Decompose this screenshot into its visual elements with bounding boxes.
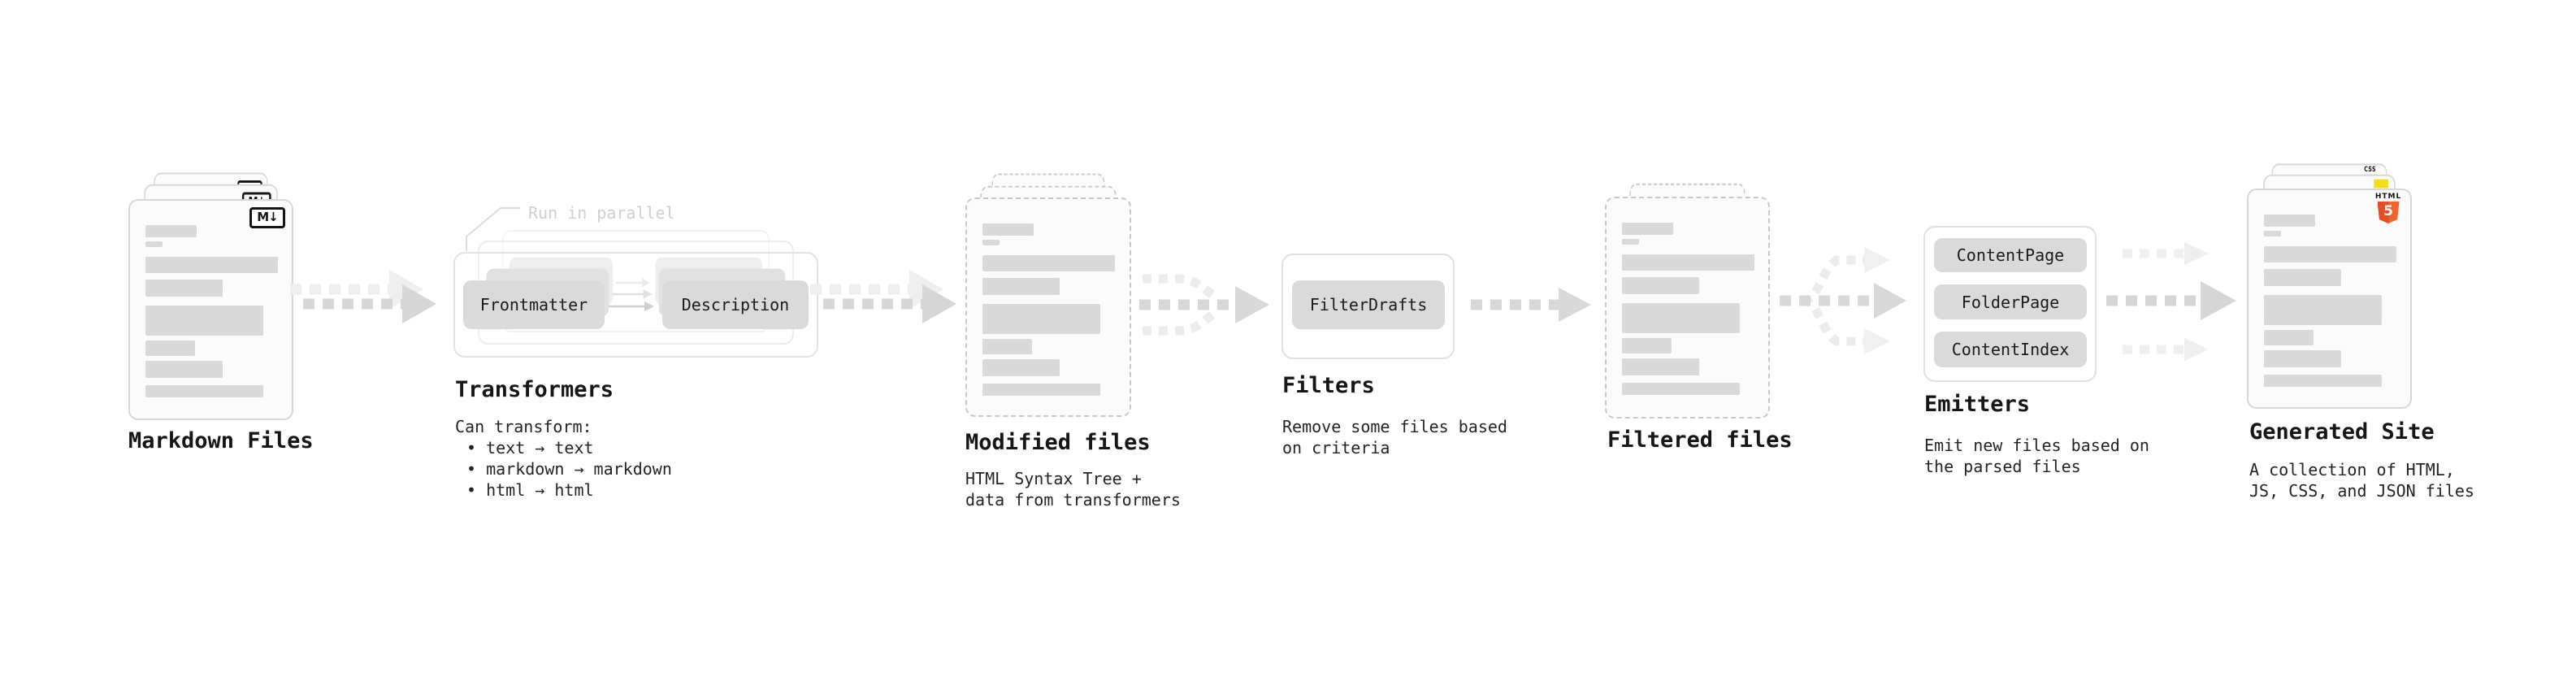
emitters-description: Emit new files based on the parsed files (1924, 435, 2149, 477)
transformers-bullet: • markdown → markdown (466, 459, 672, 479)
emitter-node-contentpage: ContentPage (1934, 238, 2087, 272)
generated-desc-line: A collection of HTML, (2249, 460, 2455, 479)
node-flow-arrow (609, 301, 654, 311)
arrow-transformers-to-modified (810, 270, 956, 323)
node-flow-arrow (612, 289, 652, 299)
filtered-files-label: Filtered files (1607, 427, 1793, 453)
arrow-filtered-to-emitters-fanout (1780, 247, 1906, 354)
arrow-modified-to-filters-merge (1139, 274, 1269, 336)
emitters-box (1923, 226, 2097, 382)
filters-description: Remove some files based on criteria (1282, 416, 1507, 458)
modified-desc-line: data from transformers (965, 490, 1181, 510)
generated-site-description: A collection of HTML, JS, CSS, and JSON … (2249, 459, 2474, 501)
arrow-filters-to-filtered (1471, 288, 1591, 322)
run-in-parallel-note: Run in parallel (528, 203, 675, 223)
emitter-node-folderpage: FolderPage (1934, 284, 2087, 319)
markdown-file-card: M↓ (128, 199, 293, 420)
emitters-desc-line: Emit new files based on (1924, 436, 2149, 455)
filters-label: Filters (1282, 373, 1375, 398)
emitter-node-contentindex: ContentIndex (1934, 332, 2087, 367)
run-in-parallel-leader-line (466, 207, 520, 251)
modified-files-description: HTML Syntax Tree + data from transformer… (965, 468, 1181, 510)
filters-desc-line: on criteria (1282, 438, 1390, 458)
markdown-files-label: Markdown Files (128, 428, 314, 453)
modified-file-card (965, 197, 1131, 417)
transformers-label: Transformers (455, 377, 614, 402)
transformer-layer-front: Frontmatter Description (453, 252, 818, 358)
transformers-desc-title: Can transform: (455, 417, 592, 436)
filters-desc-line: Remove some files based (1282, 417, 1507, 436)
js-icon (2374, 179, 2388, 189)
html5-icon-label: HTML (2374, 193, 2402, 201)
modified-desc-line: HTML Syntax Tree + (965, 469, 1142, 488)
transformers-bullet: • text → text (466, 438, 594, 458)
filter-node-filterdrafts: FilterDrafts (1292, 280, 1445, 329)
node-flow-arrow (615, 278, 649, 288)
filters-box (1281, 254, 1455, 359)
emitters-desc-line: the parsed files (1924, 457, 2081, 476)
modified-files-label: Modified files (965, 430, 1151, 455)
html5-icon: HTML 5 (2370, 193, 2407, 223)
generated-file-card-html: HTML 5 (2247, 189, 2412, 409)
arrow-markdown-to-transformers (290, 270, 436, 323)
css-icon-label: CSS (2364, 166, 2376, 174)
transformers-bullet: • html → html (466, 480, 594, 500)
filtered-file-card (1605, 197, 1770, 419)
transformer-node-frontmatter: Frontmatter (463, 280, 605, 329)
html5-icon-shield: 5 (2377, 202, 2400, 223)
transformers-description: Can transform: • text → text • markdown … (455, 416, 672, 501)
emitters-label: Emitters (1924, 392, 2031, 417)
arrow-emitters-to-generated (2106, 242, 2236, 361)
generated-desc-line: JS, CSS, and JSON files (2249, 481, 2474, 501)
generated-site-label: Generated Site (2249, 419, 2435, 445)
markdown-icon: M↓ (249, 207, 285, 228)
transformer-node-description: Description (662, 280, 809, 329)
